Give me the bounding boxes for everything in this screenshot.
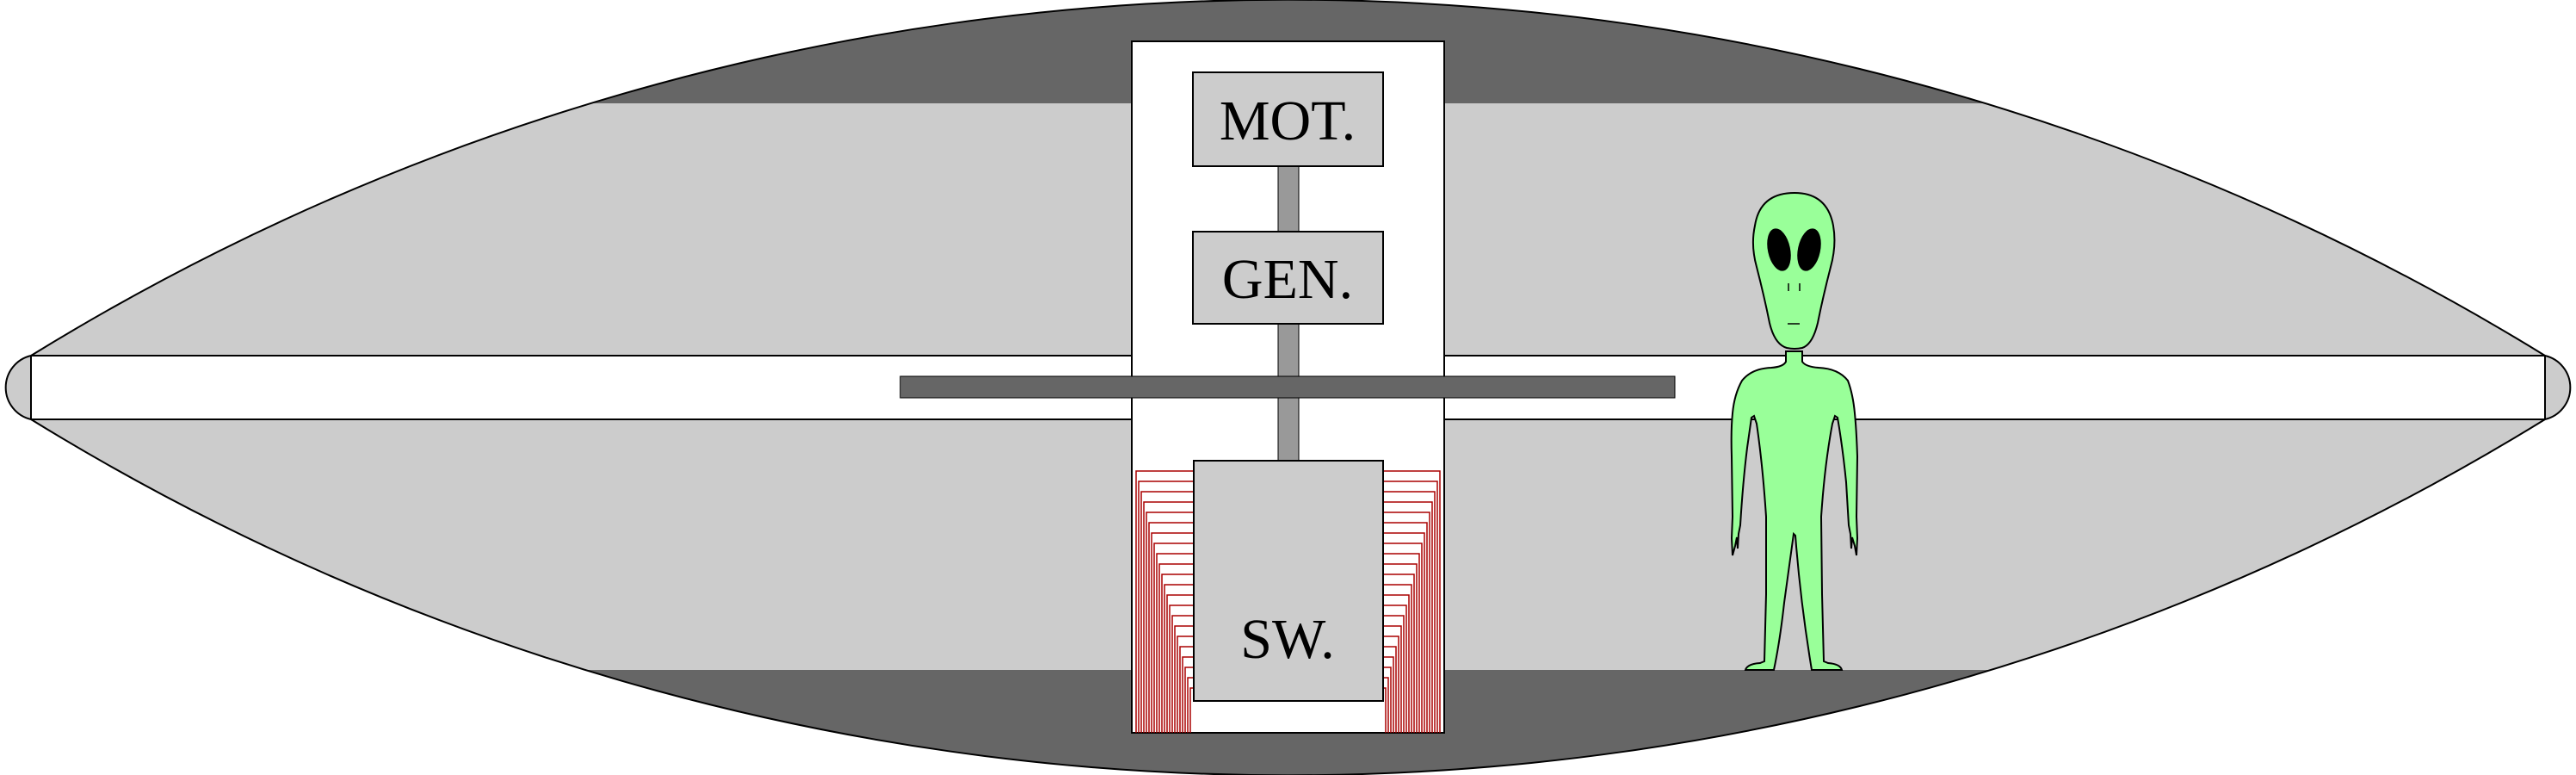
wiring-line-left <box>1189 687 1194 733</box>
motor-label: MOT. <box>1220 90 1356 152</box>
wiring-line-right <box>1383 522 1428 733</box>
wiring-line-left <box>1177 636 1194 733</box>
wiring-coils <box>1135 470 1441 733</box>
wiring-line-right <box>1383 553 1420 733</box>
wiring-line-right <box>1383 615 1405 733</box>
wiring-line-right <box>1383 656 1394 733</box>
wiring-line-right <box>1383 574 1415 733</box>
generator-label: GEN. <box>1222 248 1353 311</box>
alien-left-eye <box>1767 228 1791 271</box>
wiring-line-left <box>1161 574 1194 733</box>
wiring-line-right <box>1383 542 1423 733</box>
wiring-line-right <box>1383 512 1430 733</box>
motor-box: MOT. <box>1192 71 1384 167</box>
wiring-line-left <box>1171 615 1194 733</box>
wiring-line-left <box>1140 491 1194 733</box>
wiring-line-right <box>1383 470 1441 733</box>
wiring-line-left <box>1151 532 1194 733</box>
hull-outline <box>30 0 2546 775</box>
wiring-line-right <box>1383 646 1397 733</box>
wiring-line-left <box>1148 522 1194 733</box>
rotor-disc <box>899 375 1676 399</box>
wiring-line-right <box>1383 604 1407 733</box>
wiring-line-right <box>1383 563 1418 733</box>
wiring-line-left <box>1164 584 1194 733</box>
wiring-line-left <box>1179 646 1194 733</box>
wiring-line-left <box>1153 542 1194 733</box>
wiring-line-left <box>1138 480 1194 733</box>
wiring-line-left <box>1184 666 1194 733</box>
alien-figure <box>1730 191 1859 671</box>
wiring-line-left <box>1166 594 1194 733</box>
alien-right-eye <box>1797 228 1821 271</box>
wiring-line-left <box>1169 604 1194 733</box>
wiring-line-left <box>1187 677 1194 733</box>
switch-label: SW. <box>1240 608 1334 671</box>
wiring-line-left <box>1156 553 1194 733</box>
wiring-line-left <box>1143 501 1194 733</box>
wiring-line-right <box>1383 584 1412 733</box>
wiring-line-right <box>1383 594 1410 733</box>
hull-left-tip <box>4 354 32 421</box>
wiring-line-right <box>1383 501 1433 733</box>
wiring-line-right <box>1383 480 1438 733</box>
wiring-line-left <box>1158 563 1194 733</box>
wiring-line-right <box>1383 666 1392 733</box>
wiring-line-right <box>1383 625 1402 733</box>
wiring-line-right <box>1383 677 1389 733</box>
generator-box: GEN. <box>1192 231 1384 325</box>
hull-right-tip <box>2544 354 2572 421</box>
wiring-line-left <box>1182 656 1194 733</box>
wiring-line-right <box>1383 636 1399 733</box>
switch-box: SW. <box>1193 460 1384 702</box>
wiring-line-right <box>1383 532 1425 733</box>
wiring-line-left <box>1174 625 1194 733</box>
wiring-line-right <box>1383 491 1436 733</box>
wiring-line-left <box>1135 470 1194 733</box>
alien-body <box>1730 350 1859 671</box>
wiring-line-left <box>1146 512 1194 733</box>
